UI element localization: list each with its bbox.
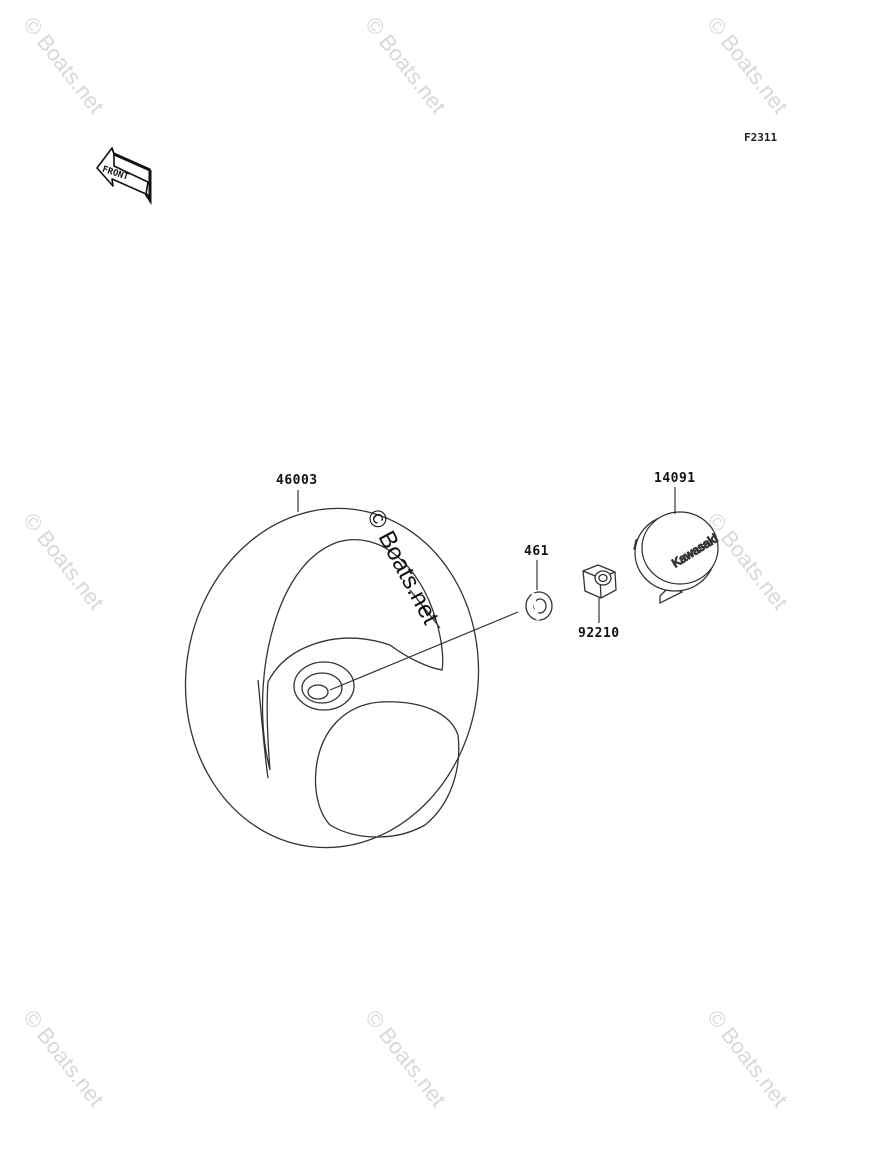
- part-number-461[interactable]: 461: [524, 544, 549, 559]
- part-number-14091[interactable]: 14091: [654, 471, 696, 486]
- part-number-92210[interactable]: 92210: [578, 626, 620, 641]
- nut: [582, 564, 617, 599]
- steering-wheel: [184, 507, 480, 849]
- washer: [525, 591, 553, 621]
- figure-code: F2311: [744, 131, 778, 144]
- front-arrow-icon: FRONT: [96, 147, 152, 205]
- cover-cap: Kawasaki: [633, 511, 721, 605]
- assembly-line: [329, 611, 519, 691]
- part-number-46003[interactable]: 46003: [276, 473, 318, 488]
